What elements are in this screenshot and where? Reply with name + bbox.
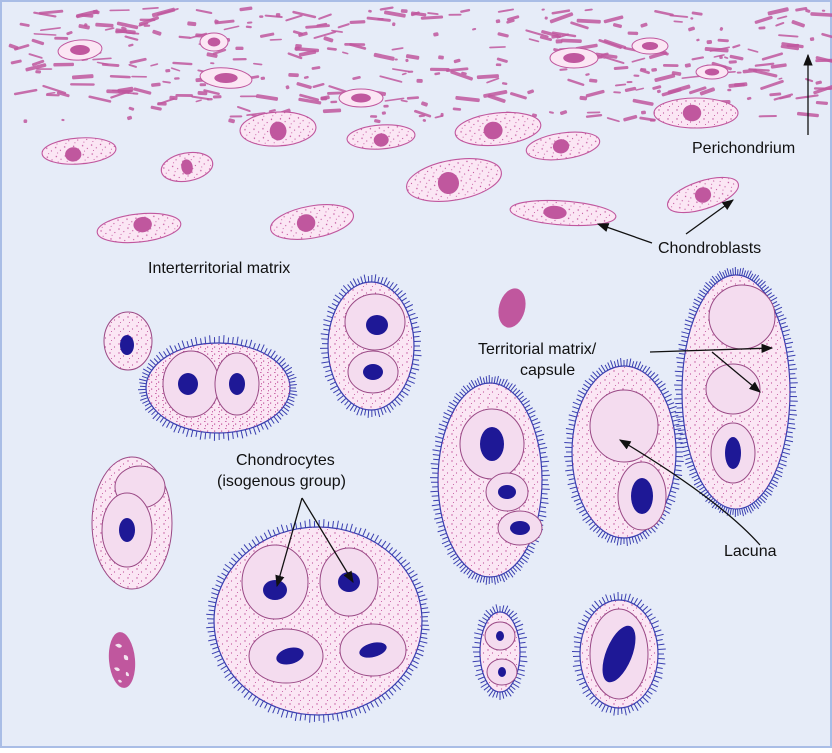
- interterritorial-matrix-label: Interterritorial matrix: [148, 260, 290, 277]
- chondrocyte-single: [104, 312, 152, 370]
- territorial-matrix-label-line1: Territorial matrix/: [478, 341, 597, 358]
- chondrocyte-pair-left: [92, 457, 172, 589]
- perichondrium-label: Perichondrium: [692, 140, 795, 157]
- perichondrium-cell: [632, 38, 668, 54]
- chondroblasts-label: Chondroblasts: [658, 240, 761, 257]
- chondroblast: [654, 98, 738, 128]
- lacuna-label: Lacuna: [724, 543, 777, 560]
- perichondrium-cell: [200, 33, 228, 51]
- perichondrium-cell: [696, 65, 728, 79]
- chondrocytes-label-line2: (isogenous group): [217, 473, 346, 490]
- perichondrium-cell: [550, 48, 598, 68]
- chondrocytes-label-line1: Chondrocytes: [236, 452, 335, 469]
- territorial-matrix-label-line2: capsule: [520, 362, 575, 379]
- perichondrium-cell: [339, 89, 383, 107]
